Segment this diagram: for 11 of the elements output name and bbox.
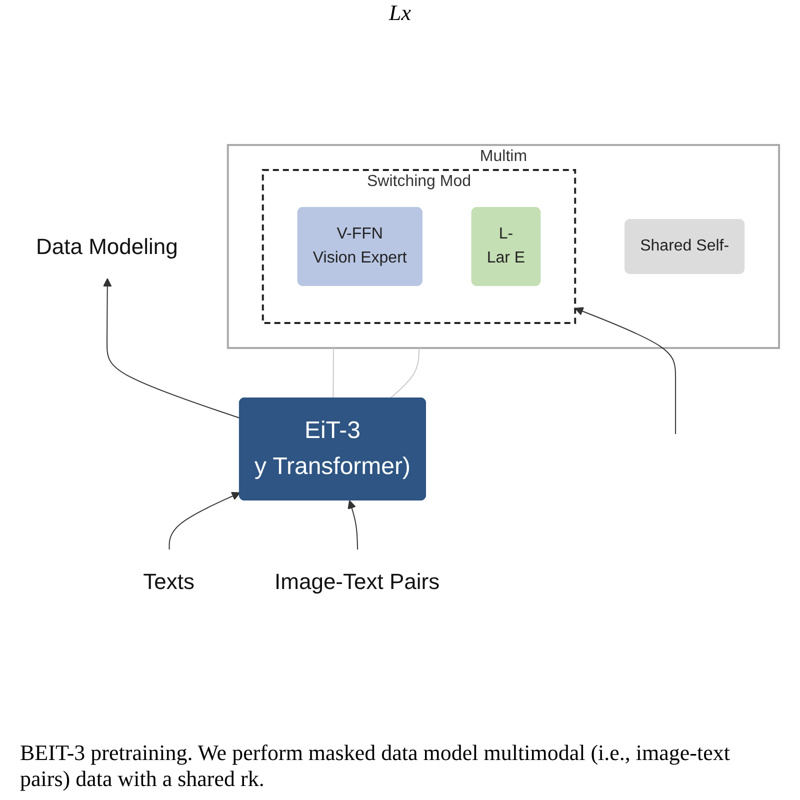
arrow [574, 307, 676, 434]
node-text: Data Modeling [36, 234, 178, 259]
repeat-label: Lx [389, 0, 411, 25]
node-text: Texts [143, 569, 195, 594]
connector [390, 348, 420, 398]
node-text: Image-Text Pairs [274, 569, 440, 594]
arrow [102, 278, 240, 419]
arrow [168, 492, 240, 551]
arrow [348, 500, 358, 551]
connector [332, 348, 334, 398]
figure-caption: BEIT-3 pretraining. We perform masked data model multimodal (i.e., image-text pairs) data with a shared rk. [19, 739, 731, 793]
